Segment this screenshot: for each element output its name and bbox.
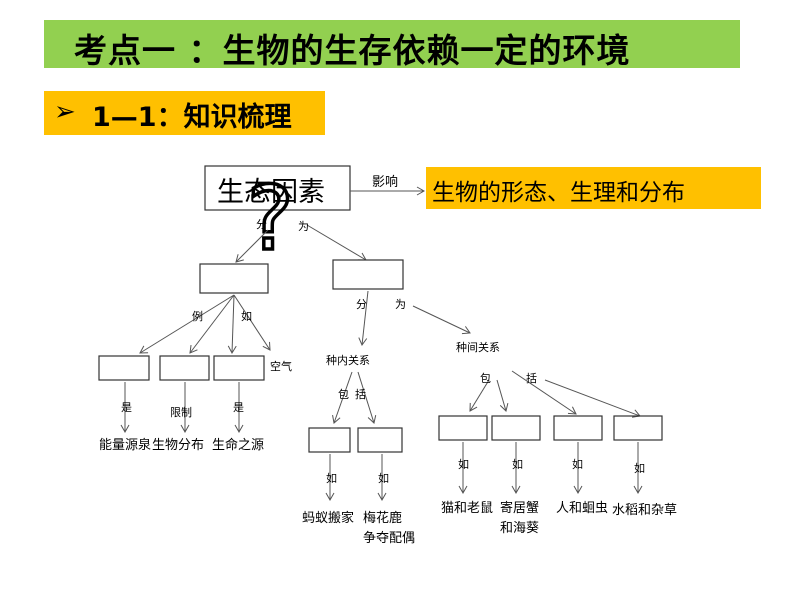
inter-example-crab-2: 和海葵	[500, 521, 539, 536]
link-label-2: 限制	[170, 406, 192, 419]
root-label: 生态因素	[217, 177, 325, 208]
edge-label-biotic-fen: 分	[356, 298, 367, 311]
edge-root-abiotic	[235, 229, 269, 263]
intra-box-1	[308, 427, 351, 453]
outcome-distribution: 生物分布	[152, 438, 204, 453]
inter-ru-3: 如	[572, 457, 583, 471]
subtitle-banner: ➢ 1—1：知识梳理	[44, 91, 325, 135]
abiotic-box	[199, 263, 269, 294]
root-box	[204, 165, 351, 211]
result-box: 生物的形态、生理和分布	[426, 167, 761, 209]
title-banner: 考点一 ：生物的生存依赖一定的环境	[44, 20, 740, 70]
inter-ru-2: 如	[512, 457, 523, 471]
intra-example-ants: 蚂蚁搬家	[302, 510, 354, 526]
inter-ru-4: 如	[634, 461, 645, 475]
inter-example-crab-1: 寄居蟹	[500, 500, 539, 516]
intra-ru-1: 如	[326, 471, 337, 485]
influence-label: 影响	[372, 174, 398, 190]
edge-abiotic-3	[227, 294, 237, 355]
inter-ru-1: 如	[458, 457, 469, 471]
result-text: 生物的形态、生理和分布	[432, 180, 685, 206]
edge-abiotic-1	[139, 294, 235, 354]
bullet-arrow-icon: ➢	[54, 97, 76, 127]
question-mark-icon: ?	[247, 167, 294, 270]
edge-label-fen: 分	[256, 218, 267, 231]
factor-box-2	[159, 355, 210, 381]
biotic-box	[332, 259, 404, 290]
inter-example-human-worm: 人和蛔虫	[556, 501, 608, 516]
section-subtitle: 1—1：知识梳理	[92, 102, 292, 133]
edge-root-biotic	[306, 224, 367, 261]
edge-inter-2	[496, 379, 509, 412]
edge-label-ru: 如	[241, 309, 252, 323]
page-title: 考点一 ：生物的生存依赖一定的环境	[74, 31, 631, 70]
edge-label-intra-bao: 包	[338, 388, 349, 401]
inter-box-2	[491, 415, 541, 441]
inter-example-cat-mouse: 猫和老鼠	[441, 501, 493, 516]
outcome-life-source: 生命之源	[212, 437, 264, 453]
link-label-3: 是	[233, 401, 244, 414]
edge-inter-4	[544, 379, 641, 418]
intra-ru-2: 如	[378, 471, 389, 485]
inter-box-3	[553, 415, 603, 441]
inter-box-4	[613, 415, 663, 441]
factor-box-1	[98, 355, 150, 381]
intra-example-deer-1: 梅花鹿	[363, 510, 402, 526]
inter-box-1	[438, 415, 488, 441]
edge-label-wei: 为	[298, 220, 309, 233]
edge-intra-1	[332, 371, 353, 424]
interspecific-label: 种间关系	[456, 340, 500, 354]
factor-air: 空气	[270, 359, 292, 373]
edge-label-li: 例	[192, 309, 203, 323]
intra-example-deer-2: 争夺配偶	[363, 531, 415, 546]
inter-example-rice-weed: 水稻和杂草	[612, 503, 677, 518]
intraspecific-label: 种内关系	[326, 353, 370, 367]
edge-abiotic-air	[233, 294, 271, 351]
edge-abiotic-2	[189, 294, 235, 354]
edge-label-inter-kuo: 括	[526, 371, 537, 385]
edge-inter-3	[511, 370, 577, 415]
link-label-1: 是	[121, 401, 132, 414]
intra-box-2	[357, 427, 403, 453]
edge-inter-1	[469, 379, 490, 412]
edge-label-biotic-wei: 为	[395, 298, 406, 311]
factor-box-3	[213, 355, 265, 381]
outcome-energy: 能量源泉	[99, 437, 151, 453]
edge-label-intra-kuo: 括	[355, 387, 366, 401]
edge-biotic-intra	[358, 290, 369, 347]
edge-intra-2	[357, 371, 377, 424]
edge-label-inter-bao: 包	[480, 372, 491, 385]
edge-biotic-inter	[412, 305, 471, 335]
